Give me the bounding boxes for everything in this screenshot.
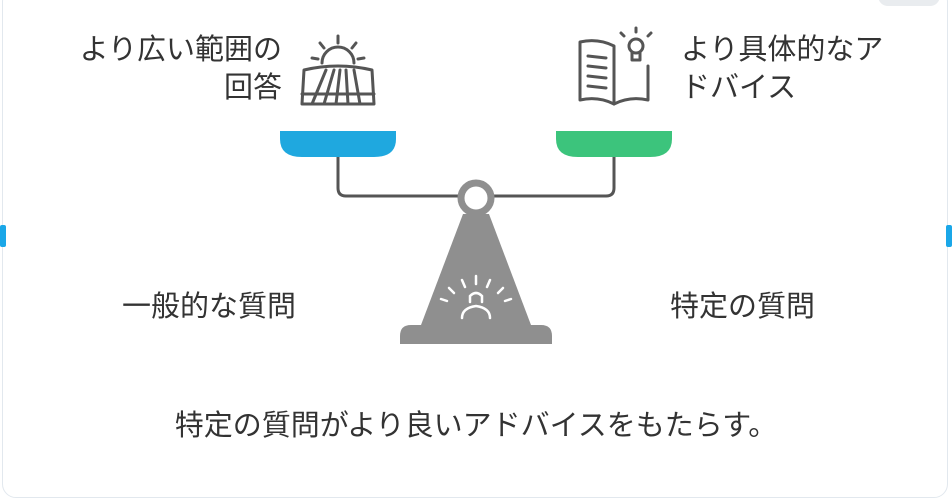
left-resize-handle[interactable] [0, 225, 6, 247]
balance-scale [280, 26, 672, 344]
specific-advice-label-line-2: ドバイス [681, 70, 797, 104]
scale-base [400, 325, 552, 344]
pivot-circle [457, 179, 495, 217]
scale-stand [421, 214, 531, 325]
corner-tab [878, 0, 940, 6]
general-question-label: 一般的な質問 [121, 289, 296, 323]
broader-answers-label-line-2: 回答 [223, 70, 282, 104]
conclusion-text: 特定の質問がより良いアドバイスをもたらす。 [174, 408, 778, 442]
broader-answers-label-line-1: より広い範囲の [79, 32, 282, 66]
left-pan [280, 131, 396, 157]
specific-advice-label: より具体的なア ドバイス [681, 30, 883, 106]
spotlight-icon [439, 274, 513, 320]
book-lightbulb-icon [578, 26, 653, 106]
specific-advice-label-line-1: より具体的なア [681, 32, 884, 66]
broader-answers-label: より広い範囲の 回答 [80, 30, 282, 106]
right-pan [556, 131, 672, 157]
right-resize-handle[interactable] [946, 225, 952, 247]
sunrise-field-icon [300, 34, 376, 106]
specific-question-label: 特定の質問 [670, 289, 816, 323]
